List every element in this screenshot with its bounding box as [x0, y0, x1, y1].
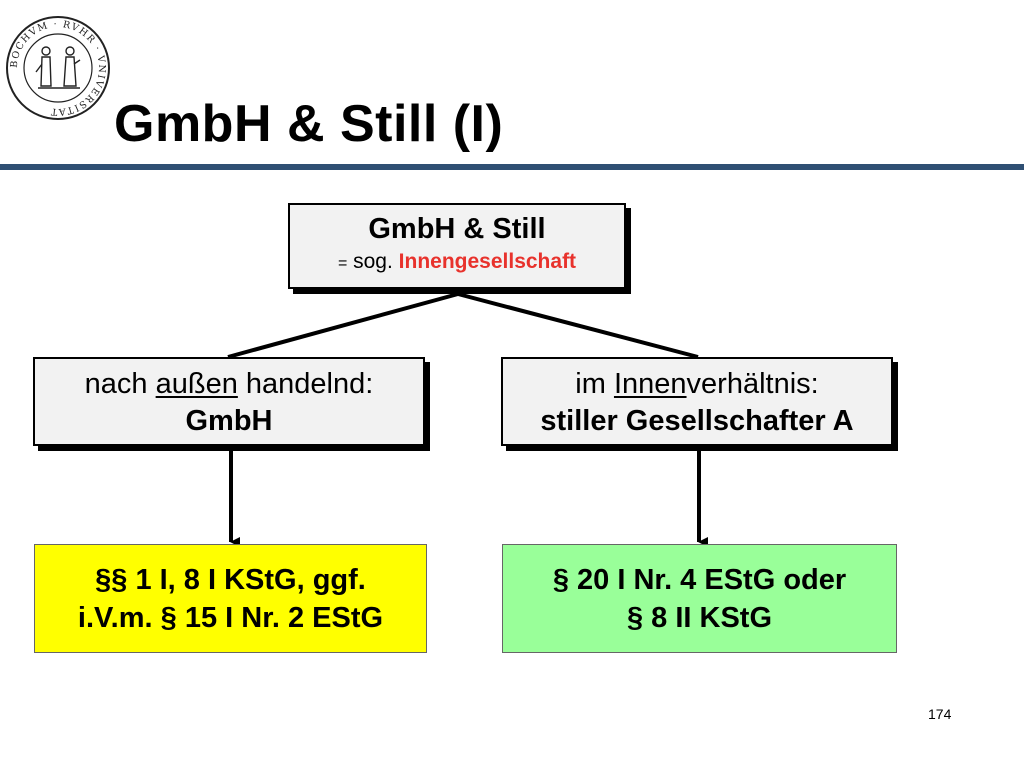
estg-result-line2: § 8 II KStG: [626, 602, 773, 634]
internal-relation-label: im Innenverhältnis:: [575, 368, 819, 400]
kstg-result-line2: i.V.m. § 15 I Nr. 2 EStG: [77, 602, 384, 634]
external-actor-label: nach außen handelnd:: [84, 368, 374, 400]
title-rule: [0, 164, 1024, 170]
aussen-underlined: außen: [155, 368, 238, 400]
internal-relation-value: stiller Gesellschafter A: [540, 405, 854, 437]
gmbh-still-heading: GmbH & Still: [368, 213, 546, 245]
internal-relation-box: im Innenverhältnis: stiller Gesellschaft…: [501, 357, 893, 446]
connector-top-to-left: [227, 292, 459, 359]
innen-underlined: Innen: [613, 368, 687, 400]
university-seal-logo: BOCHVM · RVHR · VNIVERSITAT: [6, 16, 110, 120]
estg-result-box: § 20 I Nr. 4 EStG oder § 8 II KStG: [502, 544, 897, 653]
external-actor-value: GmbH: [185, 405, 273, 437]
page-number: 174: [928, 706, 952, 722]
innengesellschaft-line: = sog. Innengesellschaft: [290, 247, 624, 279]
innengesellschaft-highlight: Innengesellschaft: [398, 250, 577, 273]
sog-prefix: sog.: [353, 250, 393, 273]
estg-result-line1: § 20 I Nr. 4 EStG oder: [552, 564, 847, 596]
external-actor-box: nach außen handelnd: GmbH: [33, 357, 425, 446]
gmbh-still-box: GmbH & Still = sog. Innengesellschaft: [288, 203, 626, 289]
equals-sign: =: [337, 255, 348, 272]
slide-title: GmbH & Still (I): [114, 95, 504, 153]
seal-figures-icon: [35, 46, 81, 89]
connector-top-to-right: [457, 292, 699, 359]
kstg-result-line1: §§ 1 I, 8 I KStG, ggf.: [95, 564, 366, 596]
kstg-result-box: §§ 1 I, 8 I KStG, ggf. i.V.m. § 15 I Nr.…: [34, 544, 427, 653]
